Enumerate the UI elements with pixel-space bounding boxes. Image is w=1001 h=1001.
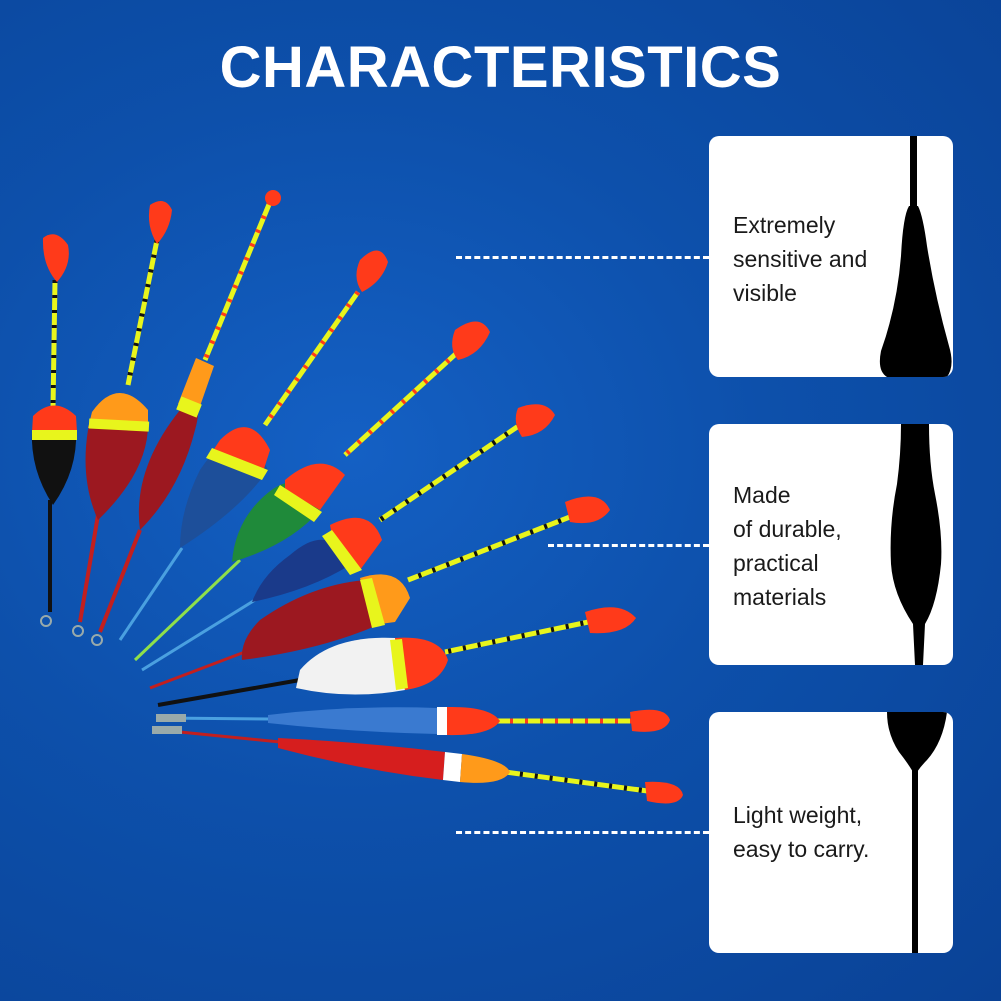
feature-text: Made of durable, practical materials (733, 478, 842, 614)
float-stem-closeup-icon (887, 712, 947, 953)
float-body-closeup-icon (890, 424, 942, 665)
feature-line: of durable, (733, 516, 842, 542)
feature-line: sensitive and (733, 246, 868, 272)
float-10 (152, 726, 683, 804)
feature-line: visible (733, 280, 797, 306)
feature-line: materials (733, 584, 827, 610)
float-8 (157, 607, 636, 707)
float-9 (156, 706, 670, 736)
float-7 (149, 496, 610, 690)
feature-line: Made (733, 482, 791, 508)
feature-line: Extremely (733, 212, 836, 238)
float-1 (31, 234, 77, 627)
leader-line-2 (548, 544, 709, 547)
feature-card-sensitive: Extremely sensitive and visible (709, 136, 953, 377)
float-3 (91, 190, 281, 646)
leader-line-3 (456, 831, 709, 834)
feature-line: practical (733, 550, 819, 576)
feature-card-lightweight: Light weight, easy to carry. (709, 712, 953, 953)
float-6 (141, 404, 555, 672)
float-tip-closeup-icon (879, 136, 952, 377)
float-4 (118, 250, 388, 641)
feature-line: Light weight, (733, 802, 863, 828)
float-5 (133, 321, 490, 662)
leader-line-1 (456, 256, 709, 259)
feature-text: Extremely sensitive and visible (733, 208, 867, 310)
float-2 (72, 201, 172, 637)
feature-card-durable: Made of durable, practical materials (709, 424, 953, 665)
feature-text: Light weight, easy to carry. (733, 798, 869, 866)
feature-line: easy to carry. (733, 836, 870, 862)
page-title: CHARACTERISTICS (219, 35, 782, 100)
